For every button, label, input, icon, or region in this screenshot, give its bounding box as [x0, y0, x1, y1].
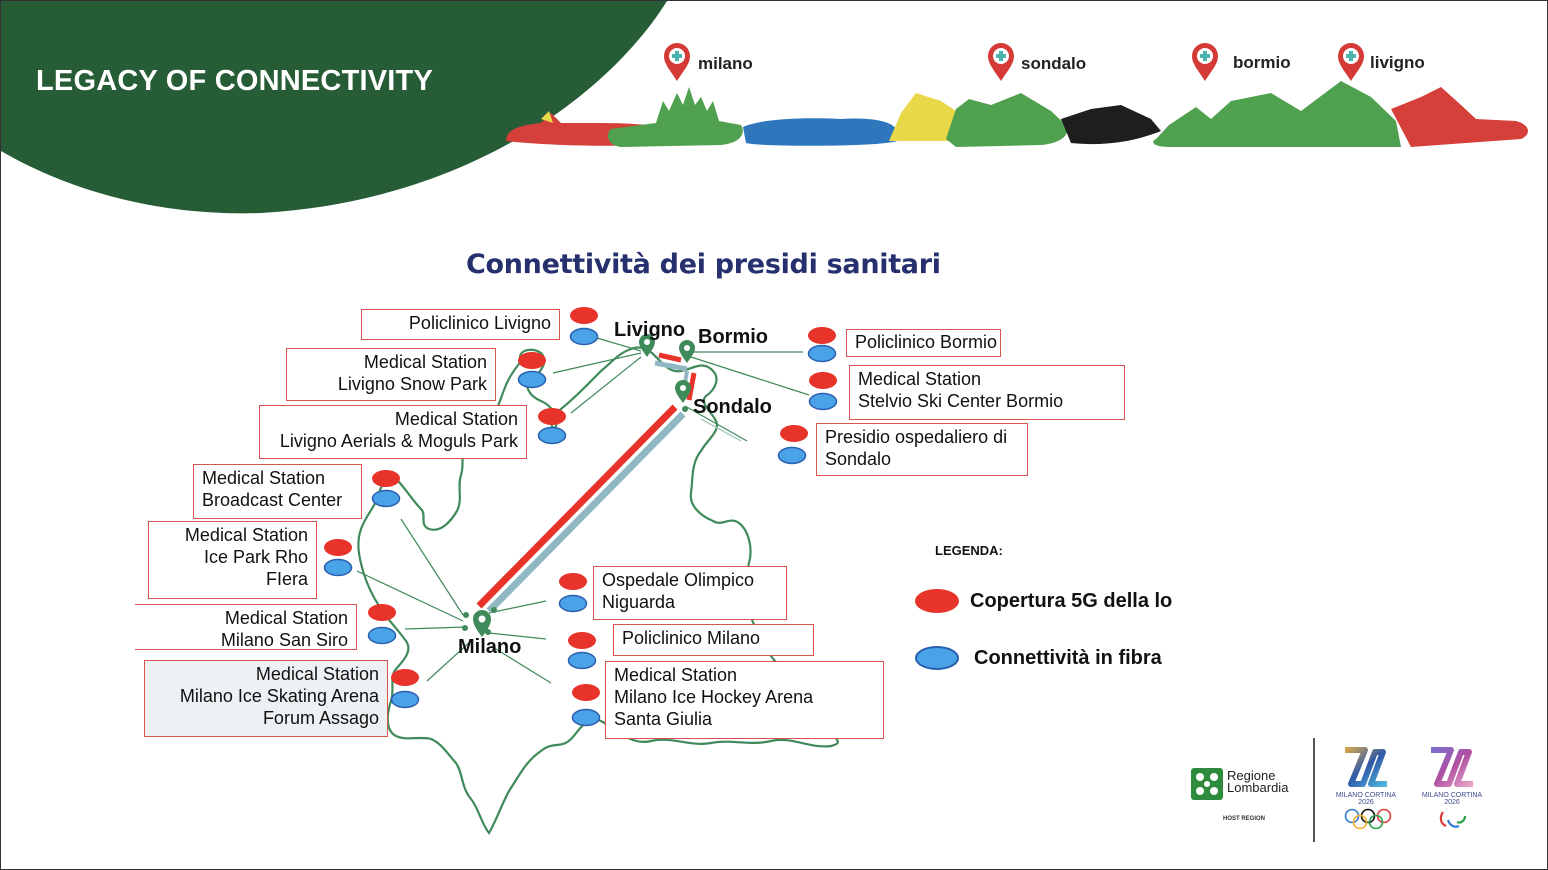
regione-lombardia-logo — [1191, 768, 1223, 800]
map-pin-icon — [988, 43, 1014, 81]
fibre-connectivity-icon — [371, 489, 401, 508]
fibre-connectivity-icon — [558, 594, 588, 613]
5g-coverage-icon — [808, 327, 836, 344]
legend-item-fibre: Connettività in fibra — [914, 645, 1162, 671]
facility-stelvio-ski-center: Medical Station Stelvio Ski Center Bormi… — [849, 365, 1125, 420]
5g-coverage-icon — [568, 632, 596, 649]
fibre-connectivity-icon — [517, 370, 547, 389]
olympic-rings-icon — [1344, 808, 1392, 830]
rosa-camuna-icon — [1196, 773, 1218, 795]
5g-coverage-icon — [809, 372, 837, 389]
facility-milano-ice-hockey-arena: Medical Station Milano Ice Hockey Arena … — [605, 661, 884, 739]
facility-presidio-sondalo: Presidio ospedaliero di Sondalo — [816, 423, 1028, 476]
skyline-illustration — [506, 81, 1528, 147]
facility-milano-san-siro: Medical Station Milano San Siro — [135, 604, 357, 650]
legend-label-5g: Copertura 5G della lo — [970, 589, 1173, 612]
fibre-connectivity-icon — [915, 646, 959, 670]
logo-divider — [1313, 738, 1315, 842]
legend-item-5g: Copertura 5G della lo — [914, 588, 1172, 614]
map-city-bormio: Bormio — [698, 326, 768, 348]
fibre-connectivity-icon — [569, 327, 599, 346]
5g-coverage-icon — [538, 408, 566, 425]
5g-coverage-icon — [391, 669, 419, 686]
facility-ospedale-niguarda: Ospedale Olimpico Niguarda — [593, 566, 787, 620]
facility-livigno-snow-park: Medical Station Livigno Snow Park — [286, 348, 496, 401]
skyline-label-livigno: livigno — [1370, 53, 1425, 72]
section-title: Connettività dei presidi sanitari — [466, 249, 941, 280]
regione-lombardia-text: Regione Lombardia — [1227, 768, 1289, 795]
5g-coverage-icon — [518, 352, 546, 369]
facility-broadcast-center: Medical Station Broadcast Center — [193, 464, 362, 519]
5g-coverage-icon — [368, 604, 396, 621]
legend-label-fibre: Connettività in fibra — [974, 646, 1162, 669]
header-banner — [1, 1, 667, 214]
facility-ice-park-rho: Medical Station Ice Park Rho FIera — [148, 521, 317, 599]
5g-coverage-icon — [372, 470, 400, 487]
map-city-milano: Milano — [458, 636, 522, 658]
map-pin-icon — [664, 43, 690, 81]
fibre-connectivity-icon — [808, 392, 838, 411]
5g-coverage-icon — [572, 684, 600, 701]
facility-policlinico-livigno: Policlinico Livigno — [361, 309, 560, 340]
5g-coverage-icon — [915, 589, 959, 613]
paralympic-agitos-icon — [1439, 811, 1467, 828]
facility-milano-ice-skating-arena: Medical Station Milano Ice Skating Arena… — [144, 660, 388, 737]
map-pin-icon — [1192, 43, 1218, 81]
map-city-pins — [462, 334, 695, 637]
paralympic-emblem-icon — [1431, 747, 1473, 787]
fibre-connectivity-icon — [367, 626, 397, 645]
olympic-emblem-icon — [1345, 747, 1387, 787]
olympic-label: MILANO CORTINA 2026 — [1335, 792, 1397, 806]
map-pin-icon — [1338, 43, 1364, 81]
paralympic-label: MILANO CORTINA 2026 — [1421, 792, 1483, 806]
fibre-connectivity-icon — [571, 708, 601, 727]
skyline-label-bormio: bormio — [1233, 53, 1291, 72]
map-city-livigno: Livigno — [614, 319, 686, 341]
connection-lines — [356, 337, 810, 684]
5g-coverage-icon — [780, 425, 808, 442]
fibre-connectivity-icon — [567, 651, 597, 670]
5g-coverage-icon — [559, 573, 587, 590]
skyline-label-milano: milano — [698, 54, 753, 73]
fibre-connectivity-icon — [777, 446, 807, 465]
map-city-sondalo: Sondalo — [693, 396, 772, 418]
5g-coverage-icon — [324, 539, 352, 556]
fibre-connectivity-icon — [323, 558, 353, 577]
host-region-label: HOST REGION — [1223, 816, 1266, 822]
legend-title: LEGENDA: — [935, 543, 1003, 558]
fibre-connectivity-icon — [537, 426, 567, 445]
fibre-connectivity-icon — [390, 690, 420, 709]
5g-coverage-icon — [570, 307, 598, 324]
facility-policlinico-bormio: Policlinico Bormio — [846, 329, 1001, 357]
skyline-label-sondalo: sondalo — [1021, 54, 1087, 73]
facility-livigno-aerials-moguls: Medical Station Livigno Aerials & Moguls… — [259, 405, 527, 459]
page-title: LEGACY OF CONNECTIVITY — [36, 65, 434, 97]
facility-policlinico-milano: Policlinico Milano — [613, 624, 814, 656]
footer-logos: Regione Lombardia HOST REGION MILANO COR… — [1181, 736, 1511, 846]
fibre-connectivity-icon — [807, 344, 837, 363]
